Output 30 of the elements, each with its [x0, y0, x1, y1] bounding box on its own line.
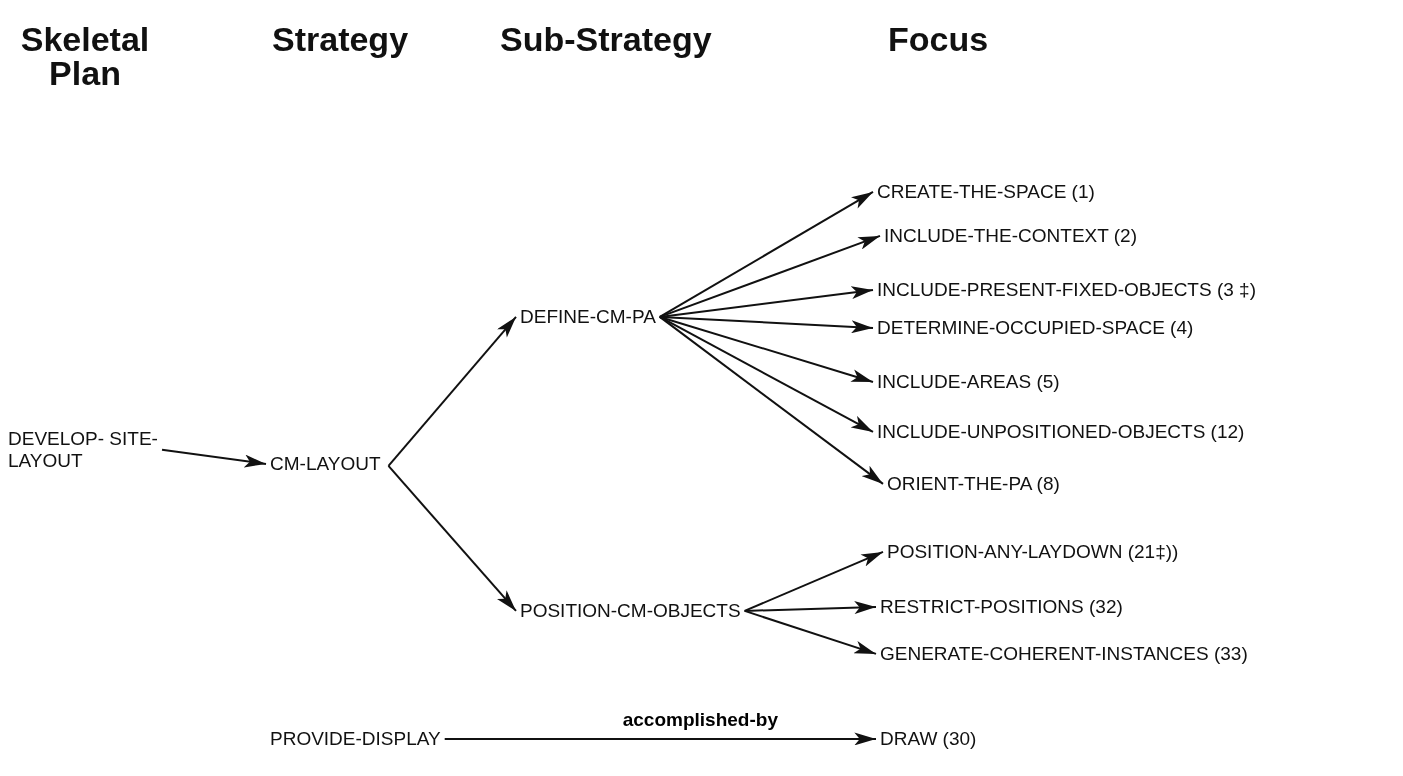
- node-label: DEVELOP- SITE-LAYOUT: [4, 426, 162, 474]
- arrow: [658, 234, 881, 318]
- column-heading: Strategy: [272, 22, 409, 56]
- node-label: CM-LAYOUT: [266, 451, 385, 477]
- node-label: POSITION-ANY-LAYDOWN (21‡)): [883, 539, 1183, 565]
- node-label: INCLUDE-UNPOSITIONED-OBJECTS (12): [873, 419, 1249, 445]
- arrow: [443, 732, 877, 746]
- node-label: DETERMINE-OCCUPIED-SPACE (4): [873, 315, 1198, 341]
- arrow: [658, 315, 884, 485]
- node-label: DEFINE-CM-PA: [516, 304, 660, 330]
- node-label: PROVIDE-DISPLAY: [266, 726, 445, 752]
- arrow: [387, 464, 517, 612]
- node-label: INCLUDE-AREAS (5): [873, 369, 1064, 395]
- node-label: POSITION-CM-OBJECTS: [516, 598, 745, 624]
- node-label: INCLUDE-PRESENT-FIXED-OBJECTS (3 ‡): [873, 277, 1260, 303]
- node-label: CREATE-THE-SPACE (1): [873, 179, 1099, 205]
- column-heading: Focus: [888, 22, 989, 56]
- arrow: [387, 315, 517, 467]
- arrow: [658, 190, 874, 318]
- column-heading: Sub-Strategy: [500, 22, 712, 56]
- node-label: RESTRICT-POSITIONS (32): [876, 594, 1127, 620]
- node-label: GENERATE-COHERENT-INSTANCES (33): [876, 641, 1252, 667]
- arrow: [743, 609, 877, 655]
- node-label: ORIENT-THE-PA (8): [883, 471, 1064, 497]
- node-label: INCLUDE-THE-CONTEXT (2): [880, 223, 1141, 249]
- column-heading: Skeletal Plan: [19, 22, 151, 90]
- arrow: [658, 315, 874, 383]
- arrow: [161, 448, 267, 468]
- node-label: DRAW (30): [876, 726, 981, 752]
- arrow: [743, 550, 884, 612]
